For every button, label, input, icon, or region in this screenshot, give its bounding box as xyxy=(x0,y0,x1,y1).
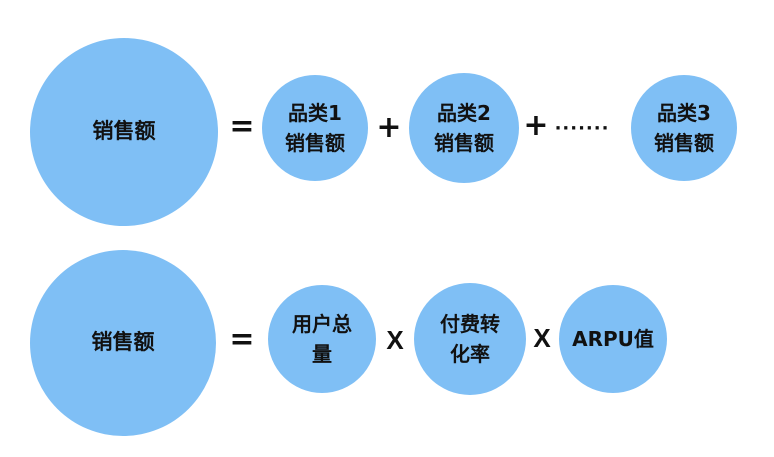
total-users-circle: 用户总 量 xyxy=(268,285,376,393)
arpu-label: ARPU值 xyxy=(572,327,654,351)
category2-sales-circle: 品类2 销售额 xyxy=(409,73,519,183)
plus-sign: + xyxy=(376,110,402,145)
times-sign: X xyxy=(386,325,404,355)
equals-sign: = xyxy=(229,109,255,144)
payment-conversion-rate-label: 付费转 化率 xyxy=(440,312,500,366)
total-sales-label: 销售额 xyxy=(91,330,155,355)
category2-sales-label: 品类2 销售额 xyxy=(434,101,494,155)
equals-sign: = xyxy=(229,322,255,357)
plus-sign: + xyxy=(523,108,549,143)
category3-sales-label: 品类3 销售额 xyxy=(654,101,714,155)
arpu-circle: ARPU值 xyxy=(559,285,667,393)
category1-sales-circle: 品类1 销售额 xyxy=(262,75,368,181)
times-sign: X xyxy=(533,323,551,353)
ellipsis: ....... xyxy=(554,113,610,135)
total-sales-circle-row1: 销售额 xyxy=(30,38,218,226)
total-users-label: 用户总 量 xyxy=(292,312,352,366)
category1-sales-label: 品类1 销售额 xyxy=(285,101,345,155)
category3-sales-circle: 品类3 销售额 xyxy=(631,75,737,181)
payment-conversion-rate-circle: 付费转 化率 xyxy=(414,283,526,395)
total-sales-label: 销售额 xyxy=(92,119,156,144)
total-sales-circle-row2: 销售额 xyxy=(30,250,216,436)
